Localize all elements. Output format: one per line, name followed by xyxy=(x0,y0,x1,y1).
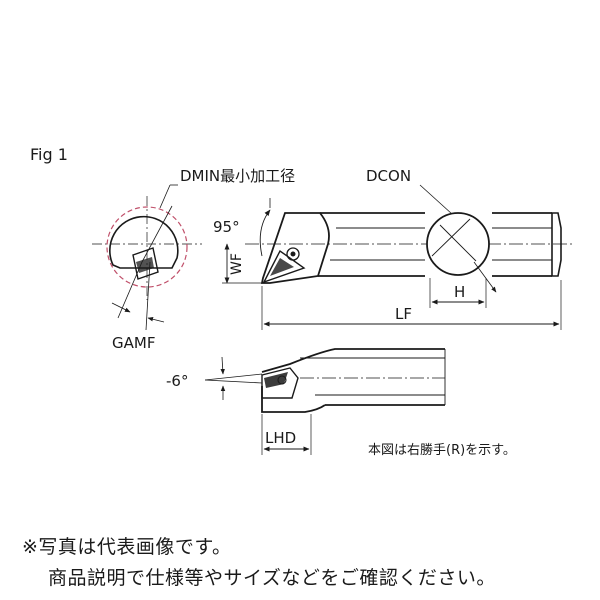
disclaimer-line-2: 商品説明で仕様等やサイズなどをご確認ください。 xyxy=(48,567,496,589)
disclaimer-line-1: ※写真は代表画像です。 xyxy=(22,536,232,558)
dcon-label: DCON xyxy=(366,167,411,185)
clamp-screw xyxy=(286,247,300,261)
angle-neg6-label: -6° xyxy=(166,372,188,390)
dcon-section xyxy=(426,212,490,276)
fig-label: Fig 1 xyxy=(30,145,68,164)
tool-head xyxy=(260,212,330,284)
insert-end xyxy=(132,247,159,280)
side-view xyxy=(204,348,446,455)
lhd-label: LHD xyxy=(265,429,296,447)
lf-label: LF xyxy=(395,305,412,323)
wf-label: WF xyxy=(229,253,245,275)
dmin-label: DMIN最小加工径 xyxy=(180,167,295,185)
angle-95-label: 95° xyxy=(213,218,240,236)
h-label: H xyxy=(454,283,465,301)
dmin-circle xyxy=(106,206,188,288)
right-hand-note: 本図は右勝手(R)を示す。 xyxy=(368,443,516,458)
side-head xyxy=(261,348,445,373)
end-view xyxy=(92,184,202,331)
insert-side xyxy=(261,367,299,399)
top-view xyxy=(222,184,575,330)
gamf-label: GAMF xyxy=(112,334,155,352)
shank-section xyxy=(109,215,179,269)
shank-end xyxy=(551,212,562,277)
